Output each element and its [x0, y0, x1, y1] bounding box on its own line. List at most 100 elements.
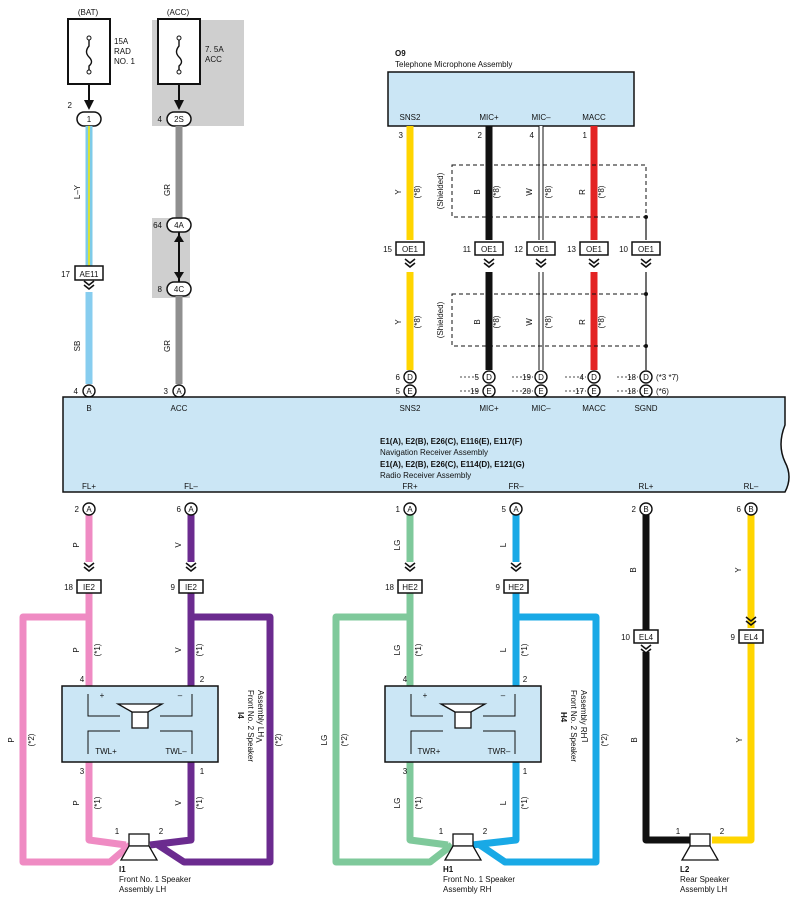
speaker-i1-pin1: 1 — [115, 827, 120, 836]
shield-box-upper — [451, 164, 647, 218]
lower-code-top-4: L — [499, 542, 508, 547]
speaker-l2-cone — [680, 845, 720, 861]
wire-code-ly: L–Y — [73, 184, 82, 199]
mic-code-upper-2: B — [473, 189, 482, 194]
e-term-pin-5: 18 — [627, 387, 636, 396]
lower-code-b: B — [630, 737, 639, 742]
mic-code-lower-1: Y — [394, 319, 403, 325]
d-note: (*3 *7) — [656, 373, 679, 382]
bat-fuse: (BAT) 15A RAD NO. 1 — [67, 8, 135, 85]
tweeter-rh-speaker-cone — [438, 703, 488, 713]
bat-fuse-amp: 15A — [114, 37, 129, 46]
d-term-pin-1: 6 — [396, 373, 401, 382]
receiver-top-term-3: SNS2 — [400, 404, 421, 413]
shield-box-lower — [451, 293, 647, 347]
bottom-term-5-letter: B — [643, 505, 648, 514]
outer-note-v: (*2) — [274, 733, 283, 746]
el4-box-1 — [633, 629, 659, 644]
bottom-term-2-circle — [184, 502, 198, 516]
oe1-pin-5: 10 — [619, 245, 628, 254]
receiver-line1: E1(A), E2(B), E26(C), E116(E), E117(F) — [380, 437, 523, 446]
lower-code-bot-3: LG — [393, 798, 402, 809]
d-term-4-circle — [587, 370, 601, 384]
drain-dot-lower1 — [644, 292, 648, 296]
receiver-bottom-term-6: RL– — [744, 482, 759, 491]
d-term-pin-4: 4 — [580, 373, 585, 382]
oe1-box-5 — [631, 241, 661, 256]
outer-code-lg: LG — [320, 735, 329, 746]
bottom-term-pin-1: 2 — [75, 505, 80, 514]
lower-note1-mid-3: (*1) — [414, 643, 423, 656]
mic-note-lower-2: (*8) — [492, 315, 501, 328]
receiver-bottom-term-2: FL– — [184, 482, 198, 491]
wire-code-sb: SB — [73, 341, 82, 352]
receiver-top-term-5: MIC– — [531, 404, 551, 413]
tweeter-lh-speaker-cone — [115, 703, 165, 713]
acc-fuse-name: ACC — [205, 55, 222, 64]
lower-conn-pin-4: 9 — [496, 583, 501, 592]
lower-conn-pin-2: 9 — [171, 583, 176, 592]
wire-lg-to-speaker — [406, 762, 449, 849]
el4-chevron-1 — [640, 644, 652, 654]
lower-conn-box-2 — [178, 579, 204, 594]
wire-lg-outer — [332, 593, 455, 866]
speaker-l2-line2: Assembly LH — [680, 885, 727, 894]
lower-code-bot-2: V — [174, 800, 183, 806]
tweeter-rh-line1: Front No. 2 Speaker — [569, 690, 578, 762]
shielded-label-upper: (Shielded) — [436, 172, 445, 209]
receiver-line2: Navigation Receiver Assembly — [380, 448, 488, 457]
speaker-h1-line2: Assembly RH — [443, 885, 492, 894]
e-term-pin-1: 5 — [396, 387, 401, 396]
lower-wiring — [19, 515, 755, 866]
bottom-term-1-circle — [82, 502, 96, 516]
d-term-1-circle — [403, 370, 417, 384]
speaker-i1-line1: Front No. 1 Speaker — [119, 875, 191, 884]
tweeter-lh-t2: TWL– — [165, 747, 187, 756]
speaker-h1-line1: Front No. 1 Speaker — [443, 875, 515, 884]
bottom-term-6-circle — [744, 502, 758, 516]
receiver-top-term-4: MIC+ — [479, 404, 499, 413]
mic-box — [387, 71, 635, 127]
oe1-box-4 — [579, 241, 609, 256]
lower-code-top-6: Y — [734, 567, 743, 573]
bottom-term-3-circle — [403, 502, 417, 516]
bat-fuse-name2: NO. 1 — [114, 57, 135, 66]
tweeter-rh-pin3: 3 — [403, 767, 408, 776]
tweeter-rh-inner-b — [483, 694, 516, 717]
bottom-term-2-letter: A — [188, 505, 194, 514]
oe1-label-1: OE1 — [402, 245, 419, 254]
oe1-chevron-4 — [588, 258, 600, 268]
speaker-l2-pin1: 1 — [676, 827, 681, 836]
speaker-i1-magnet — [128, 833, 150, 847]
lower-chevron-2 — [185, 562, 197, 572]
oe1-pin-3: 12 — [514, 245, 523, 254]
bat-source-label: (BAT) — [78, 8, 99, 17]
tweeter-rh-pin1: 4 — [403, 675, 408, 684]
e-term-5-letter: E — [643, 387, 648, 396]
tweeter-rh-speaker-magnet — [454, 711, 472, 729]
bottom-term-6-letter: B — [748, 505, 753, 514]
outer-code-p: P — [7, 737, 16, 742]
lower-conn-label-1: IE2 — [83, 583, 96, 592]
bat-connector: 1 — [87, 115, 92, 124]
lower-conn-box-1 — [76, 579, 102, 594]
speaker-l2-id: L2 — [680, 865, 690, 874]
lower-note1-mid-4: (*1) — [520, 643, 529, 656]
junction-4c-pin: 8 — [158, 285, 163, 294]
wire-v-to-speaker — [149, 762, 195, 849]
lower-note1-mid-1: (*1) — [93, 643, 102, 656]
tweeter-lh-speaker-magnet — [131, 711, 149, 729]
speaker-l2-line1: Rear Speaker — [680, 875, 730, 884]
lower-conn-label-4: HE2 — [508, 583, 524, 592]
mic-name: Telephone Microphone Assembly — [395, 60, 512, 69]
lower-conn-box-4 — [503, 579, 529, 594]
mic-code-upper-3: W — [525, 188, 534, 196]
lower-chevron-1 — [83, 562, 95, 572]
bat-pin: 2 — [68, 101, 73, 110]
outer-code-l: L — [581, 737, 590, 742]
oe1-pin-4: 13 — [567, 245, 576, 254]
bottom-term-pin-5: 2 — [632, 505, 637, 514]
outer-note-p: (*2) — [27, 733, 36, 746]
acc-fuse: (ACC) 7. 5A ACC — [157, 8, 224, 85]
oe1-chevron-5 — [640, 258, 652, 268]
